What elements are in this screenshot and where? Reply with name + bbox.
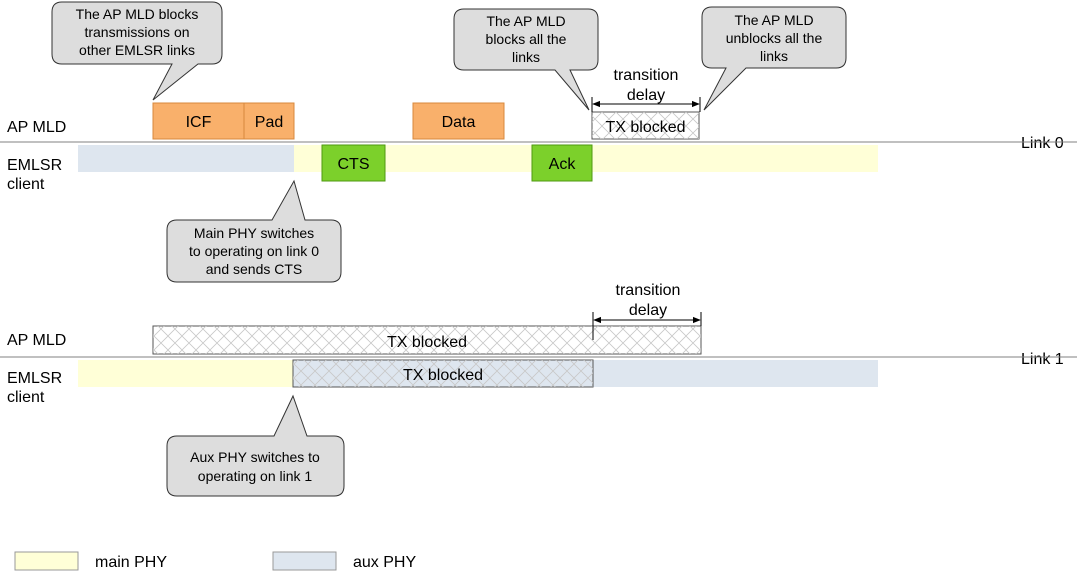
text-line: blocks all the <box>486 31 567 47</box>
link1-client-label: EMLSR client <box>7 370 62 406</box>
link0-transition-delay: transition delay <box>591 67 701 112</box>
text-line: client <box>7 389 45 406</box>
text-line: transmissions on <box>84 24 189 40</box>
link1-aux-phy-bar <box>593 360 878 387</box>
text-line: The AP MLD <box>486 13 565 29</box>
text-line: operating on link 1 <box>198 468 313 484</box>
text-line: other EMLSR links <box>79 42 195 58</box>
callout-ap-unblocks-all: The AP MLD unblocks all the links <box>701 6 847 111</box>
text-line: EMLSR <box>7 157 62 174</box>
pad-frame: Pad <box>243 102 295 140</box>
callout-main-phy-switch: Main PHY switches to operating on link 0 a… <box>166 179 342 283</box>
svg-text:Ack: Ack <box>549 156 577 173</box>
text-line: Aux PHY switches to <box>190 449 320 465</box>
svg-text:TX blocked: TX blocked <box>605 119 685 136</box>
legend-aux-phy-label: aux PHY <box>353 554 416 571</box>
link0-aux-phy-bar <box>78 145 294 172</box>
link1-ap-tx-blocked: TX blocked <box>152 325 702 355</box>
legend-main-phy-label: main PHY <box>95 554 167 571</box>
svg-text:ICF: ICF <box>186 114 212 131</box>
callout-ap-blocks-others: The AP MLD blocks transmissions on other E… <box>51 1 223 101</box>
link0-label: Link 0 <box>1021 135 1064 152</box>
callout-aux-phy-switch: Aux PHY switches to operating on link 1 <box>166 394 345 497</box>
callout-ap-blocks-all: The AP MLD blocks all the links <box>453 8 599 111</box>
legend-aux-phy: aux PHY <box>272 551 416 571</box>
svg-text:Pad: Pad <box>255 114 283 131</box>
icf-frame: ICF <box>152 102 245 140</box>
legend-main-phy-swatch <box>14 551 79 571</box>
text-line: client <box>7 176 45 193</box>
link1-client-tx-blocked: TX blocked <box>292 359 594 388</box>
text-line: The AP MLD <box>734 12 813 28</box>
svg-text:TX blocked: TX blocked <box>403 367 483 384</box>
link1-transition-delay: transition delay <box>592 282 702 340</box>
text-line: Main PHY switches <box>194 225 314 241</box>
text-line: to operating on link 0 <box>189 243 319 259</box>
text-line: and sends CTS <box>206 261 303 277</box>
link0-client-label: EMLSR client <box>7 157 62 193</box>
link1-ap-label: AP MLD <box>7 332 66 349</box>
text-line: links <box>512 49 540 65</box>
legend-main-phy: main PHY <box>14 551 167 571</box>
legend-aux-phy-swatch <box>272 551 337 571</box>
link1-main-phy-bar <box>78 360 294 387</box>
svg-text:CTS: CTS <box>338 156 370 173</box>
link0-section: AP MLD EMLSR client Link 0 ICF Pad Data T… <box>0 1 1077 283</box>
legend: main PHY aux PHY <box>14 551 416 571</box>
svg-text:TX blocked: TX blocked <box>387 334 467 351</box>
text-line: delay <box>627 87 665 104</box>
text-line: EMLSR <box>7 370 62 387</box>
cts-frame: CTS <box>321 144 386 182</box>
text-line: The AP MLD blocks <box>76 6 199 22</box>
text-line: transition <box>616 282 681 299</box>
link1-section: AP MLD EMLSR client Link 1 TX blocked TX … <box>0 282 1077 497</box>
svg-text:Data: Data <box>442 114 476 131</box>
text-line: transition <box>614 67 679 84</box>
link0-ap-label: AP MLD <box>7 119 66 136</box>
data-frame: Data <box>412 102 505 140</box>
text-line: links <box>760 48 788 64</box>
text-line: delay <box>629 302 667 319</box>
link1-label: Link 1 <box>1021 351 1064 368</box>
text-line: unblocks all the <box>726 30 823 46</box>
link0-tx-blocked: TX blocked <box>591 111 700 140</box>
ack-frame: Ack <box>531 144 593 182</box>
